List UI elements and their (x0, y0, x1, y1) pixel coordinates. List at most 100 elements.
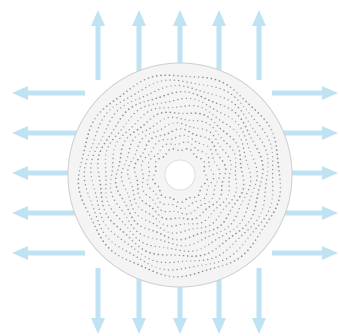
perforation-dot (108, 228, 109, 229)
perforation-dot (193, 127, 194, 128)
perforation-dot (160, 227, 161, 228)
perforation-dot (152, 270, 154, 272)
perforation-dot (213, 135, 214, 136)
perforation-dot (216, 201, 218, 203)
perforation-dot (140, 81, 142, 83)
perforation-dot (135, 237, 136, 238)
perforation-dot (184, 208, 185, 209)
perforation-dot (132, 240, 134, 242)
perforation-dot (256, 148, 258, 150)
perforation-dot (264, 225, 266, 227)
perforation-dot (280, 187, 282, 189)
perforation-dot (276, 149, 278, 151)
perforation-dot (240, 163, 242, 165)
perforation-dot (86, 188, 87, 189)
perforation-dot (226, 217, 228, 219)
perforation-dot (103, 108, 105, 110)
perforation-dot (225, 168, 227, 170)
perforation-dot (141, 265, 143, 267)
perforation-dot (214, 161, 215, 162)
perforation-dot (151, 265, 152, 266)
perforation-dot (164, 235, 166, 237)
perforation-dot (199, 260, 200, 261)
perforation-dot (98, 171, 100, 173)
perforation-dot (235, 142, 237, 144)
perforation-dot (106, 128, 107, 129)
perforation-dot (157, 81, 158, 82)
perforation-dot (254, 131, 255, 132)
perforation-dot (128, 119, 129, 120)
perforation-dot (120, 102, 121, 103)
perforation-dot (133, 262, 135, 264)
perforation-dot (267, 162, 268, 163)
perforation-dot (175, 144, 176, 145)
perforation-dot (156, 261, 157, 262)
perforation-dot (183, 218, 185, 220)
perforation-dot (105, 213, 107, 215)
perforation-dot (143, 191, 144, 192)
perforation-dot (106, 139, 108, 141)
perforation-dot (228, 237, 230, 239)
perforation-dot (120, 129, 121, 130)
perforation-dot (152, 260, 153, 261)
perforation-dot (137, 146, 138, 147)
perforation-dot (190, 98, 191, 99)
perforation-dot (257, 112, 259, 114)
perforation-dot (262, 164, 264, 166)
perforation-dot (156, 238, 157, 239)
perforation-dot (245, 211, 246, 212)
perforation-dot (235, 157, 236, 158)
perforation-dot (127, 156, 128, 157)
perforation-dot (174, 217, 176, 219)
perforation-dot (211, 258, 212, 259)
perforation-dot (222, 260, 223, 261)
perforation-dot (214, 189, 215, 190)
perforation-dot (194, 210, 195, 211)
perforation-dot (186, 275, 188, 277)
perforation-dot (122, 257, 124, 259)
perforation-dot (209, 111, 210, 112)
perforation-dot (208, 217, 209, 218)
perforation-dot (257, 193, 259, 195)
perforation-dot (145, 267, 147, 269)
perforation-dot (157, 198, 158, 199)
perforation-dot (180, 208, 181, 209)
perforation-dot (211, 242, 212, 243)
perforation-dot (201, 232, 203, 234)
perforation-dot (107, 216, 109, 218)
perforation-dot (100, 188, 102, 190)
perforation-dot (241, 171, 243, 173)
perforation-dot (78, 183, 80, 185)
perforation-dot (110, 192, 111, 193)
perforation-dot (175, 225, 176, 226)
perforation-dot (114, 253, 116, 255)
perforation-dot (193, 266, 194, 267)
perforation-dot (229, 146, 230, 147)
perforation-dot (79, 191, 81, 193)
perforation-dot (172, 238, 174, 240)
perforation-dot (134, 123, 135, 124)
perforation-dot (248, 133, 250, 135)
perforation-dot (139, 240, 140, 241)
perforation-dot (211, 94, 212, 95)
perforation-dot (128, 108, 130, 110)
perforation-dot (196, 156, 198, 158)
perforation-dot (168, 269, 169, 270)
perforation-dot (177, 149, 179, 151)
perforation-dot (216, 181, 217, 182)
perforation-dot (117, 110, 118, 111)
perforation-dot (93, 208, 94, 209)
perforation-dot (223, 82, 225, 84)
perforation-dot (117, 122, 119, 124)
perforation-dot (190, 260, 191, 261)
perforation-dot (229, 231, 230, 232)
perforation-dot (193, 105, 194, 106)
perforation-dot (168, 107, 169, 108)
perforation-dot (94, 188, 95, 189)
perforation-dot (255, 201, 257, 203)
perforation-dot (247, 143, 248, 144)
perforation-dot (276, 153, 278, 155)
perforation-dot (168, 124, 169, 125)
perforation-dot (235, 174, 236, 175)
